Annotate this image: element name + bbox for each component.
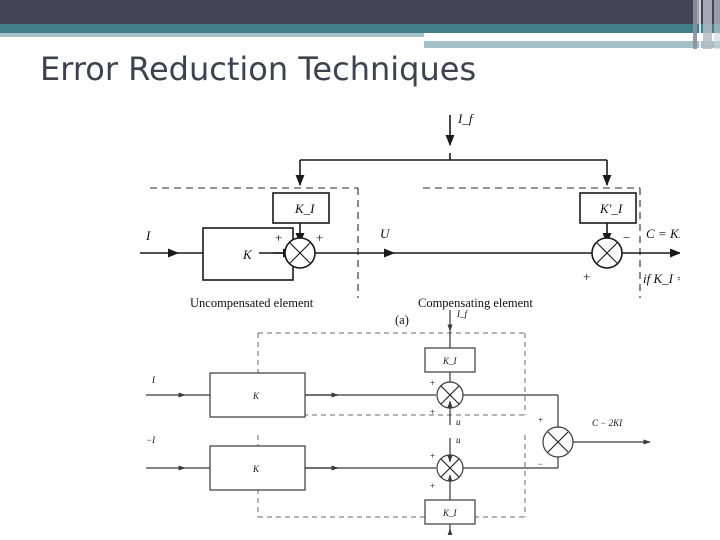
slide-title: Error Reduction Techniques [40,50,477,88]
a-block-ki-right-label: K'_I [599,201,623,216]
header-band-teal-right [424,24,720,33]
a-caption-left: Uncompensated element [190,296,314,310]
b-sumbot-sign-left: + [430,451,435,461]
a-block-ki-right [579,192,637,224]
a-sum1-x2 [289,242,311,264]
a-sum2-sign-top: − [623,230,630,245]
header-gap-right [424,33,720,37]
b-sumtop-sign-bottom: + [430,407,435,417]
header-band-dark [0,0,720,24]
b-block-ki-bottom-label: K_I [442,508,458,518]
b-sumout-x2 [547,431,569,453]
a-caption-right: Compensating element [418,296,533,310]
a-block-ki-left [272,192,330,224]
header-band-light-top [0,33,720,37]
header-stripe-1 [693,0,697,49]
header-stripe-3 [703,0,712,49]
b-disturbance-top-label: I_f [456,309,468,319]
b-input-bottom-label: −I [146,435,156,445]
b-sumbot-sign-bottom: + [430,481,435,491]
a-output-condition: if K_I = K'_I [643,271,680,286]
figure-block-diagrams: I_f K_I K'_I I [140,105,680,535]
b-sumtop-x2 [440,385,460,405]
b-block-k-top-label: K [252,391,260,401]
b-aux-bottom-label: u [456,435,461,445]
a-mid-label: U [380,226,391,241]
header-band-light-step [424,41,720,48]
header-stripe-2 [699,0,701,49]
figure-svg: I_f K_I K'_I I [140,111,680,535]
b-output-label: C − 2KI [592,418,623,428]
a-sum1-sign-top: + [316,230,323,245]
a-output-label: C = KI [646,226,680,241]
diagram-b: I_f K_I I K + + u [146,309,651,535]
header-band-teal [0,24,720,33]
a-block-k-label: K [242,247,253,262]
b-sumtop-sign-left: + [430,378,435,388]
b-aux-top-label: u [456,417,461,427]
b-input-top-label: I [151,375,156,385]
a-caption: (a) [395,313,409,327]
b-block-k-top [209,372,306,418]
a-sum1-sign-left: + [275,230,282,245]
header-stripe-5 [697,0,699,24]
b-block-ki-top-label: K_I [442,356,458,366]
b-sumbot-x2 [440,458,460,478]
a-disturbance-label: I_f [457,111,475,126]
a-sum2-sign-bottom: + [583,269,590,284]
header-gap-left [0,37,424,49]
b-sumout-sign-bottom: − [538,459,543,469]
header-stripe-4 [714,0,720,49]
a-input-label: I [145,228,151,243]
a-sum2-x2 [596,242,618,264]
diagram-a: I_f K_I K'_I I [140,111,680,327]
b-block-k-bottom [209,445,306,491]
b-sumout-sign-top: + [538,415,543,425]
a-block-ki-left-label: K_I [294,201,315,216]
b-block-k-bottom-label: K [252,464,260,474]
